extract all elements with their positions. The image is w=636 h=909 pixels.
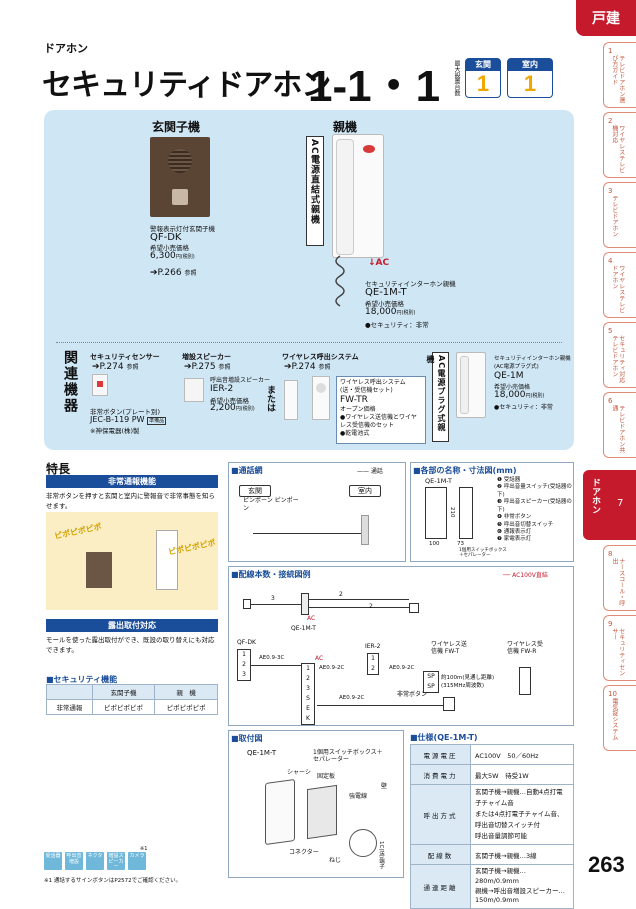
speaker-add-icon: 呼出音増設	[65, 852, 83, 870]
feature2-title: 露出取付対応	[46, 619, 218, 632]
genkan-badge: 玄関 1	[465, 58, 501, 98]
speaker-price: 2,200円(税別)	[210, 403, 255, 413]
entrance-price-label: 希望小売価格	[150, 244, 189, 252]
plug-model: QE-1M	[494, 371, 524, 381]
master-desc: セキュリティインターホン親機	[365, 280, 456, 288]
feature2-text: モールを使った露出取付ができ、既設の取り替えにも対応できます。	[46, 636, 215, 654]
security-title: ■セキュリティ機能	[46, 675, 118, 684]
category-label: ドアホン	[44, 42, 88, 55]
plug-note: ●セキュリティ：非常	[494, 404, 553, 411]
emergency-model: JEC-B-119 PW 準備品	[90, 415, 167, 425]
master-type: AC電源直結式親機	[306, 136, 324, 246]
config-number: 1-1・1	[308, 62, 441, 111]
or-label: または	[265, 385, 275, 412]
tab-7-active[interactable]: ドアホン 7	[583, 470, 636, 540]
wireless-tx-image	[284, 380, 298, 420]
speaker-ref[interactable]: ➔P.275 参照	[184, 362, 231, 372]
master-title: 親機	[333, 120, 358, 134]
speaker-image	[184, 378, 204, 402]
handset-icon: 受話器	[44, 852, 62, 870]
entrance-title: 玄関子機	[152, 120, 201, 134]
footer-icons: 受話器 呼出音増設 ネクタ 増設スピーカー カメラ	[44, 852, 146, 870]
camera-icon: カメラ	[128, 852, 146, 870]
call-diagram: ■通話網 —— 通話 玄関 室内 ピンポーン ピンポーン	[228, 462, 406, 562]
footer-mark: ※1	[140, 846, 148, 852]
speaker-desc: 呼出音増設スピーカー	[210, 377, 271, 384]
wireless-ref[interactable]: ➔P.274 参照	[284, 362, 331, 372]
connector-icon: ネクタ	[86, 852, 104, 870]
page-number: 263	[588, 852, 625, 877]
sensor-ref[interactable]: ➔P.274 参照	[92, 362, 139, 372]
emergency-btn: 非常ボタン(プレート別)	[90, 408, 161, 416]
shitsunai-badge: 室内 1	[507, 58, 553, 98]
plug-unit-image	[456, 352, 486, 418]
page-title: セキュリティドアホン	[42, 68, 331, 103]
illus-entrance-unit	[86, 552, 112, 588]
plug-price-label: 希望小売価格	[494, 384, 531, 391]
mounting-diagram: ■取付図 QE-1M-T 1個用スイッチボックス＋セパレーター シャーシ 固定板…	[228, 730, 404, 878]
plug-type: AC電源プラグ式親機	[426, 352, 449, 442]
max-label: 最大設置台数	[453, 60, 460, 96]
spec-title: ■仕様(QE-1M-T)	[410, 733, 478, 742]
entrance-unit-image	[150, 137, 210, 217]
plug-desc2: (AC電源プラグ式)	[494, 364, 539, 370]
entrance-model: QF-DK	[150, 232, 182, 243]
master-ac-mark: ↓AC	[368, 258, 390, 268]
illus-master-unit	[156, 530, 178, 590]
feature1-text: 非常ボタンを押すと玄関と室内に警報音で非常事態を知らせます。	[46, 492, 215, 510]
wireless-rx-image	[312, 376, 330, 420]
entrance-price: 6,300円(税別)	[150, 251, 195, 261]
ext-speaker-icon: 増設スピーカー	[107, 852, 125, 870]
entrance-desc: 警報表示灯付玄関子機	[150, 225, 215, 233]
feature1-title: 非常通報機能	[46, 475, 218, 488]
mount-unit	[265, 778, 295, 846]
wireless-title: ワイヤレス呼出システム	[282, 353, 359, 361]
master-price-label: 希望小売価格	[365, 300, 404, 308]
master-cord	[335, 255, 345, 307]
parts-side-view	[459, 487, 473, 539]
speaker-title: 増設スピーカー	[182, 353, 231, 361]
master-price: 18,000円(税別)	[365, 307, 416, 317]
sensor-title: セキュリティセンサー	[90, 353, 160, 361]
wiring-diagram: ■配線本数・接続図例 ── AC100V直結 3 AC 2 2 QE-1M-T …	[228, 566, 574, 726]
parts-list: ❶ 受話器 ❷ 呼出音量スイッチ(受話器の下) ❸ 呼出音スピーカー(受話器の下…	[497, 477, 572, 543]
related-title: 関連機器	[62, 350, 78, 414]
related-divider	[56, 342, 562, 343]
speaker-model: IER-2	[210, 384, 234, 394]
wireless-info-box: ワイヤレス呼出システム (送・受信機セット) FW-TR オープン価格 ●ワイヤ…	[336, 376, 426, 444]
parts-front-view	[425, 487, 447, 539]
footer-note: ※1 通話するサインボタンはP2572でご確認ください。	[44, 878, 182, 884]
master-note: ●セキュリティ：非常	[365, 321, 429, 329]
security-table: 玄関子機親 機 非常通報ピポピポピポピポピポピポ	[46, 684, 218, 715]
plug-desc: セキュリティインターホン親機	[494, 356, 571, 362]
features-title: 特長	[46, 462, 71, 476]
parts-diagram: ■各部の名称・寸法図(mm) QE-1M-T 210 73 100 1個用スイッ…	[410, 462, 574, 562]
speaker-price-label: 希望小売価格	[210, 397, 249, 405]
master-unit-image	[332, 134, 384, 258]
emergency-maker: ※神保電器(株)製	[90, 427, 140, 435]
plug-price: 18,000円(税別)	[494, 390, 545, 400]
master-model: QE-1M-T	[365, 287, 407, 298]
feature1-illustration: ピポピポピポ ピポピポピポ	[46, 512, 218, 610]
corner-tag: 戸建	[576, 0, 636, 36]
entrance-ref[interactable]: ➔P.266 参照	[150, 268, 197, 278]
sensor-image	[92, 374, 108, 396]
mount-plate	[307, 784, 337, 840]
